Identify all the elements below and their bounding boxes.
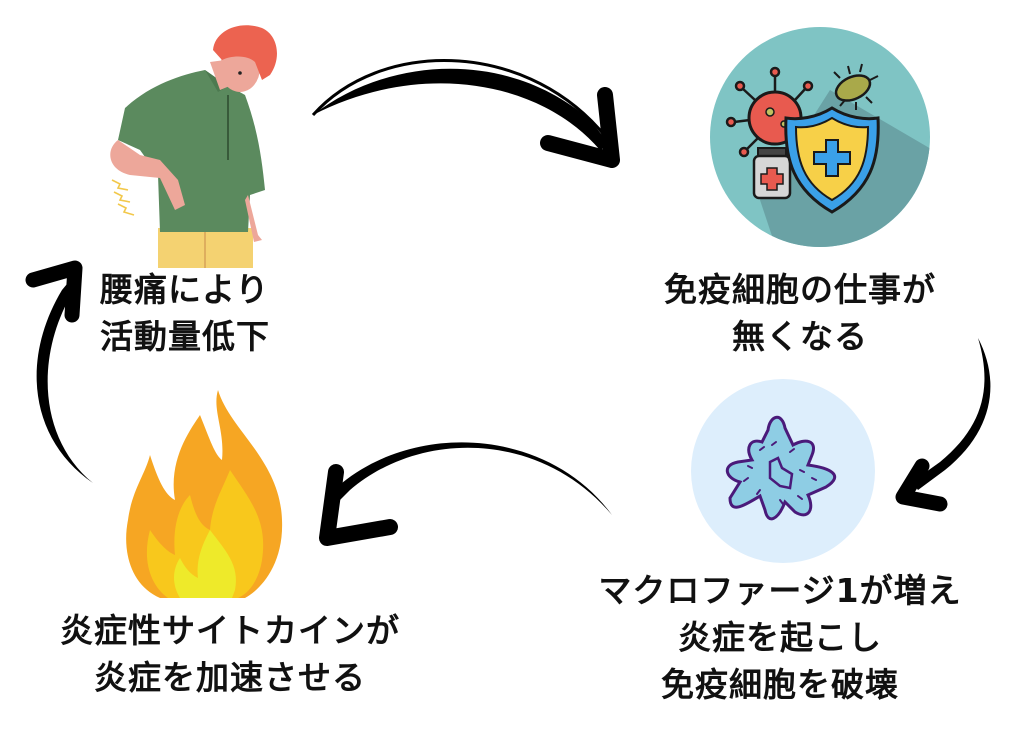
node-label-macrophage: マクロファージ1が増え 炎症を起こし 免疫細胞を破壊	[570, 567, 990, 708]
medicine-bottle-icon	[752, 147, 792, 200]
arrow-cytokine-to-backpain	[25, 260, 93, 483]
flame-inner	[174, 530, 236, 598]
node-label-back-pain: 腰痛により 活動量低下	[100, 266, 270, 360]
arrow-macrophage-to-cytokine	[319, 442, 612, 546]
label-line: 活動量低下	[100, 317, 270, 356]
label-line: 無くなる	[732, 317, 868, 356]
label-line: 免疫細胞の仕事が	[664, 270, 936, 309]
bacteria-icon	[833, 63, 879, 110]
macrophage-nucleus	[768, 456, 794, 490]
label-line: 炎症を加速させる	[94, 658, 366, 697]
flame-mid	[146, 470, 264, 598]
arrow-backpain-to-immune	[311, 59, 620, 168]
label-line: 炎症性サイトカインが	[60, 611, 400, 650]
node-label-cytokine: 炎症性サイトカインが 炎症を加速させる	[20, 607, 440, 701]
label-line: 炎症を起こし	[678, 618, 882, 657]
label-line: マクロファージ1が増え	[598, 571, 962, 610]
node-label-immune-idle: 免疫細胞の仕事が 無くなる	[640, 266, 960, 360]
label-line: 免疫細胞を破壊	[661, 665, 899, 704]
shield-icon	[784, 106, 880, 214]
arrow-immune-to-macrophage	[895, 338, 991, 512]
label-line: 腰痛により	[100, 270, 270, 309]
